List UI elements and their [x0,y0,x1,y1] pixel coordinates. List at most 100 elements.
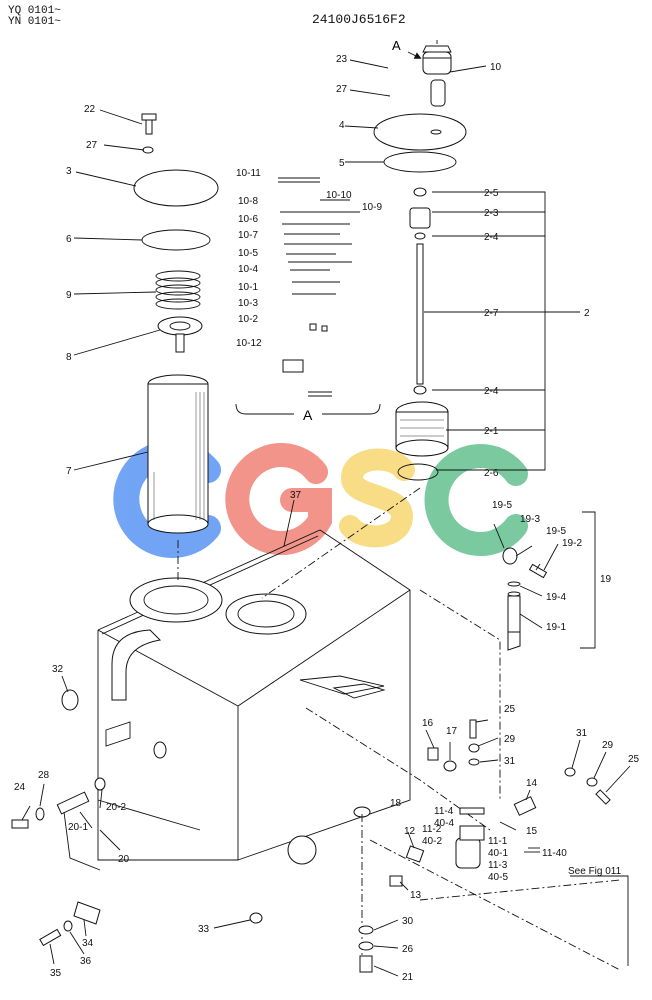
callout-30: 30 [402,916,414,927]
suction-pipe-19 [502,547,548,651]
callout-18: 18 [390,798,402,809]
callout-36: 36 [80,956,92,967]
callout-23: 23 [336,54,348,65]
valve-8 [157,316,203,353]
serial-range-2: YN 0101~ [8,16,61,28]
hydraulic-tank-37 [97,529,411,865]
callout-11-4: 11-4 [434,806,454,817]
callout-2: 2 [584,308,590,319]
callout-26: 26 [402,944,414,955]
callout-11-40: 11-40 [542,848,567,859]
callout-35: 35 [50,968,62,979]
callout-4: 4 [339,120,345,131]
callout-10-8: 10-8 [238,196,258,207]
callout-11-3: 11-3 [488,860,508,871]
callout-22: 22 [84,104,96,115]
callout-10-6: 10-6 [238,214,258,225]
drawing-code: 24100J6516F2 [312,12,406,27]
callout-10-7: 10-7 [238,230,258,241]
callout-labels: 23 10 27 4 5 A 22 27 3 6 9 8 7 10-11 10-… [14,38,640,983]
left-cover-stack [133,113,219,534]
callout-2-1: 2-1 [484,426,499,437]
callout-17: 17 [446,726,458,737]
callout-2-6: 2-6 [484,468,499,479]
callout-7: 7 [66,466,72,477]
callout-10-11: 10-11 [236,168,261,179]
callout-40-5: 40-5 [488,872,508,883]
breather-assembly [422,40,452,107]
detail-view-label: A [303,407,313,423]
callout-9: 9 [66,290,72,301]
callout-16: 16 [422,718,434,729]
callout-10-10: 10-10 [326,190,352,201]
drain-valve-20 [56,777,106,871]
callout-19-4: 19-4 [546,592,566,603]
callout-15: 15 [526,826,538,837]
callout-19-5-right: 19-5 [546,526,566,537]
callout-10-1: 10-1 [238,282,258,293]
callout-8: 8 [66,352,72,363]
callout-11-2: 11-2 [422,824,442,835]
callout-29-mid: 29 [504,734,516,745]
callout-29-right: 29 [602,740,614,751]
callout-5: 5 [339,158,345,169]
callout-27-top: 27 [336,84,348,95]
callout-33: 33 [198,924,210,935]
callout-19: 19 [600,574,612,585]
callout-20: 20 [118,854,130,865]
callout-27-left: 27 [86,140,98,151]
watermark-letter-g [225,443,332,556]
callout-31-right: 31 [576,728,588,739]
callout-10-3: 10-3 [238,298,258,309]
callout-28: 28 [38,770,50,781]
callout-37: 37 [290,490,302,501]
watermark-letter-s [339,448,415,548]
callout-24: 24 [14,782,26,793]
o-ring-5 [383,151,457,173]
cover-plate-3 [133,169,219,207]
callout-arrow-a: A [392,38,401,53]
callout-40-1: 40-1 [488,848,508,859]
callout-2-5: 2-5 [484,188,499,199]
callout-19-3: 19-3 [520,514,540,525]
callout-2-3: 2-3 [484,208,499,219]
callout-10-4: 10-4 [238,264,258,275]
callout-40-4: 40-4 [434,818,454,829]
callout-25-right: 25 [628,754,640,765]
callout-13: 13 [410,890,422,901]
callout-25-mid: 25 [504,704,516,715]
serial-range-1: YQ 0101~ [8,5,61,17]
callout-6: 6 [66,234,72,245]
callout-19-1: 19-1 [546,622,566,633]
callout-31-mid: 31 [504,756,516,767]
callout-32: 32 [52,664,64,675]
callout-3: 3 [66,166,72,177]
cover-plate-4 [373,113,467,151]
callout-2-4-bottom: 2-4 [484,386,499,397]
callout-20-1: 20-1 [68,822,88,833]
callout-14: 14 [526,778,538,789]
callout-21: 21 [402,972,414,983]
filter-element-7 [147,374,209,534]
callout-10-2: 10-2 [238,314,258,325]
callout-34: 34 [82,938,94,949]
detail-view-a [235,177,381,415]
reference-see-fig: See Fig 011 [568,866,622,877]
callout-20-2: 20-2 [106,802,126,813]
leader-lines [21,59,631,977]
spring-9 [155,270,201,310]
callout-2-4-top: 2-4 [484,232,499,243]
callout-19-5-top: 19-5 [492,500,512,511]
callout-10: 10 [490,62,502,73]
callout-2-7: 2-7 [484,308,499,319]
callout-11-1: 11-1 [488,836,508,847]
line-filter-11 [455,825,485,869]
watermark-letter-c2 [424,444,528,556]
callout-40-2: 40-2 [422,836,442,847]
callout-10-9: 10-9 [362,202,382,213]
o-ring-6 [141,229,211,251]
callout-10-5: 10-5 [238,248,258,259]
suction-strainer-2 [395,187,449,481]
callout-12: 12 [404,826,416,837]
